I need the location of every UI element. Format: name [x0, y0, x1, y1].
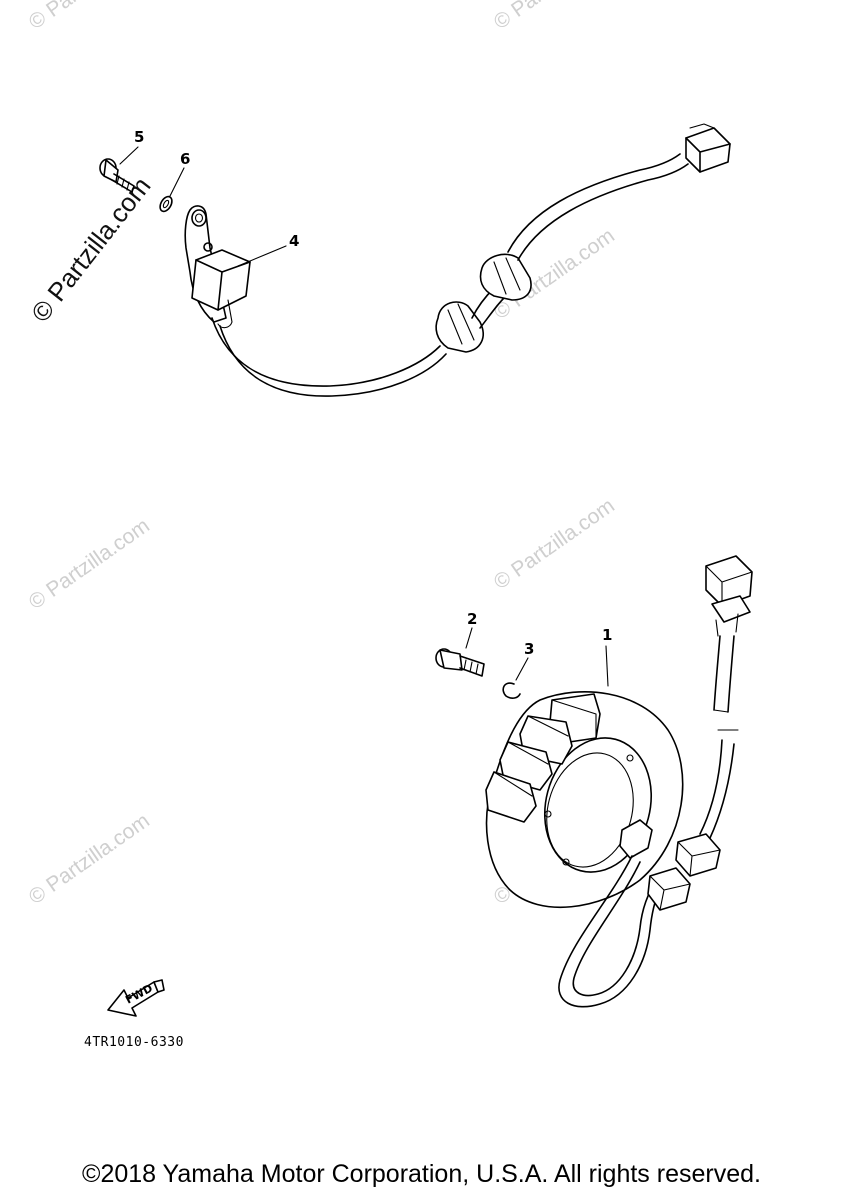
fwd-arrow-icon: FWD [107, 979, 165, 1017]
watermark-mid-right: © Partzilla.com [490, 494, 619, 594]
bracket-rivet [203, 242, 213, 252]
bolt-5 [99, 158, 135, 193]
watermark-top-center: © Partzilla.com [490, 0, 619, 34]
watermark-main: © Partzilla.com [25, 171, 157, 328]
callout-4: 4 [289, 232, 299, 250]
harness-grommet-2 [479, 253, 532, 301]
callout-3: 3 [524, 640, 534, 658]
stator-wire-upper [699, 739, 723, 835]
pickup-coil-assembly [184, 123, 731, 397]
stator-bore [543, 737, 653, 873]
harness-wire-upper [507, 153, 681, 253]
stator-assembly [485, 555, 753, 1008]
diagram-code: 4TR1010-6330 [84, 1035, 184, 1050]
callout-2: 2 [467, 610, 477, 628]
callout-1: 1 [602, 626, 612, 644]
bolt-2 [435, 648, 485, 677]
bracket-hole [191, 209, 207, 227]
copyright-text: ©2018 Yamaha Motor Corporation, U.S.A. A… [82, 1160, 761, 1188]
watermark-low-left: © Partzilla.com [25, 809, 154, 909]
harness-grommet-1 [435, 301, 484, 353]
callout-5: 5 [134, 128, 144, 146]
callout-6: 6 [180, 150, 190, 168]
watermark-mid-left: © Partzilla.com [25, 514, 154, 614]
stator-pole-4 [485, 771, 537, 823]
washer-6 [159, 195, 173, 213]
pickup-wire [211, 317, 441, 387]
watermark-top-left: © Partzilla.com [25, 0, 154, 34]
stator-connector-top [705, 555, 753, 607]
circlip-3 [502, 682, 521, 699]
stator-wire-clamp [619, 819, 653, 859]
stator-loop-wire [558, 855, 663, 1008]
